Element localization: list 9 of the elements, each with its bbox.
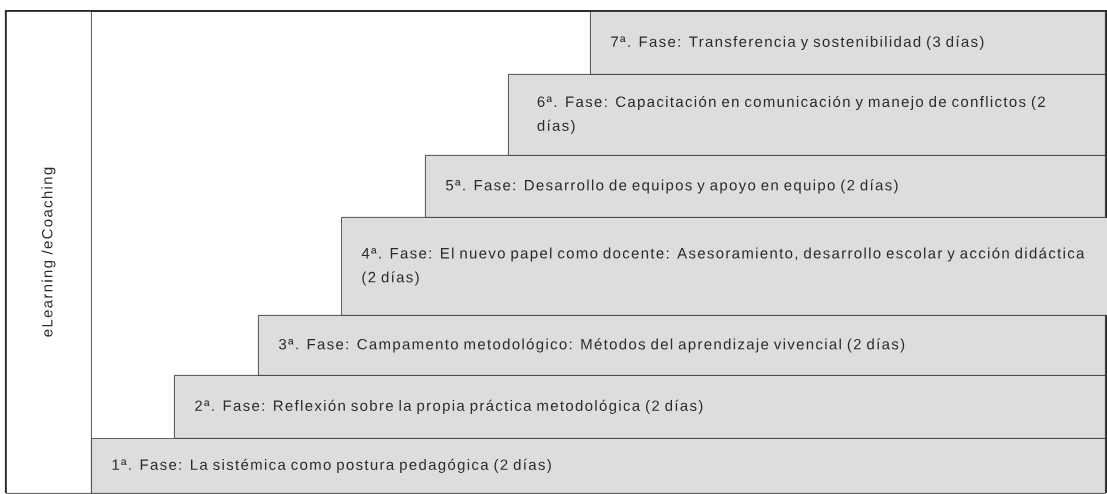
phase-step: 6ª. Fase: Capacitación en comunicación y manejo de conflictos (2 días): [508, 74, 1106, 156]
phase-step: 7ª. Fase: Transferencia y sostenibilidad (3 días): [590, 11, 1106, 75]
phase-step: 3ª. Fase: Campamento metodológico: Métodos del aprendizaje vivencial (2 días): [258, 315, 1106, 376]
phase-step: 4ª. Fase: El nuevo papel como docente: Asesoramiento, desarrollo escolar y acción didáctica (2 días): [341, 217, 1107, 316]
phase-step: 1ª. Fase: La sistémica como postura pedagógica (2 días): [91, 438, 1106, 494]
phase-step: 5ª. Fase: Desarrollo de equipos y apoyo en equipo (2 días): [425, 155, 1106, 218]
side-band: eLearning /eCoaching: [6, 11, 92, 494]
phase-step: 2ª. Fase: Reflexión sobre la propia práctica metodológica (2 días): [174, 375, 1106, 439]
node-label: eLearning /eCoaching: [41, 167, 56, 337]
